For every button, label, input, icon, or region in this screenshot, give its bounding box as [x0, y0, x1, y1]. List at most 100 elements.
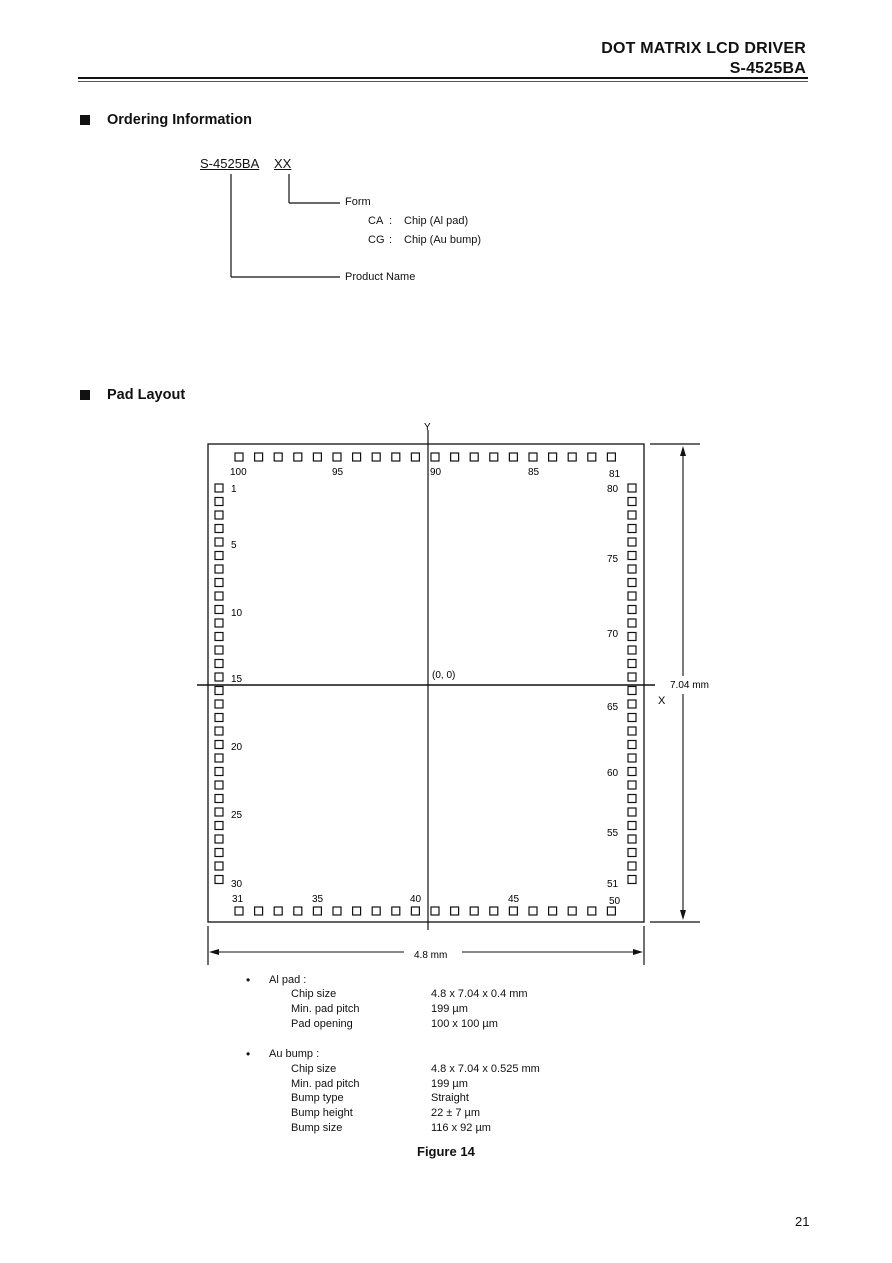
pad-bottom-17 [547, 906, 558, 916]
width-dim-arrow-left [209, 949, 219, 955]
pad-bottom-3 [273, 906, 283, 916]
pad-number-right-60: 60 [607, 768, 619, 779]
al-spec-value-2: 100 x 100 µm [431, 1018, 498, 1030]
au-spec-value-2: Straight [431, 1092, 469, 1104]
pad-right-4 [627, 523, 637, 534]
height-dim-arrow-down [680, 910, 686, 920]
pad-right-9 [627, 591, 637, 601]
pad-number-right-51: 51 [607, 879, 619, 890]
pad-right-2 [627, 496, 637, 507]
option-cg-sep: : [389, 234, 393, 246]
pad-number-top-100: 100 [230, 467, 247, 478]
al-spec-label-2: Pad opening [291, 1018, 353, 1030]
pad-number-bottom-45: 45 [508, 894, 520, 905]
option-cg-desc: Chip (Au bump) [404, 234, 482, 246]
pad-left-16 [214, 685, 224, 696]
pad-left-18 [214, 712, 224, 723]
part-suffix-code: XX [274, 156, 292, 171]
pad-right-7 [627, 564, 637, 574]
pad-top-8 [371, 452, 381, 462]
pad-top-12 [450, 452, 460, 462]
pad-number-bottom-40: 40 [410, 894, 422, 905]
au-spec-value-0: 4.8 x 7.04 x 0.525 mm [431, 1063, 540, 1075]
pad-right-12 [627, 631, 637, 642]
pad-right-22 [627, 766, 637, 777]
al-spec-label-0: Chip size [291, 988, 337, 1000]
pad-left-10 [214, 604, 224, 615]
pad-top-16 [528, 452, 538, 462]
pad-top-10 [410, 452, 420, 462]
pad-right-1 [627, 483, 637, 493]
header-title: DOT MATRIX LCD DRIVER [601, 40, 806, 57]
pad-number-right-65: 65 [607, 702, 619, 713]
pad-top-19 [587, 452, 597, 462]
pad-left-15 [214, 672, 224, 682]
pad-top-20 [606, 452, 617, 462]
header-part-number: S-4525BA [729, 60, 806, 77]
pad-right-18 [627, 712, 637, 723]
pad-bottom-16 [528, 906, 538, 916]
pad-number-bottom-50: 50 [609, 896, 621, 907]
pad-group [214, 452, 637, 916]
page-number: 21 [795, 1214, 810, 1229]
au-spec-label-3: Bump height [291, 1107, 353, 1119]
pad-top-2 [254, 452, 264, 462]
option-ca-desc: Chip (Al pad) [404, 215, 469, 227]
ordering-connector-lines [230, 174, 340, 278]
x-axis-label: X [658, 695, 666, 707]
pad-right-25 [627, 807, 637, 817]
pad-left-4 [214, 523, 224, 534]
pad-right-21 [627, 753, 637, 763]
pad-right-10 [627, 604, 637, 615]
pad-left-23 [214, 780, 224, 790]
pad-bottom-9 [391, 906, 401, 916]
au-spec-value-1: 199 µm [431, 1078, 468, 1090]
height-dim-arrow-up [680, 446, 686, 456]
pad-left-14 [214, 658, 224, 669]
pad-left-19 [214, 726, 224, 736]
pad-left-1 [214, 483, 224, 493]
y-axis-label: Y [424, 422, 431, 433]
pad-number-bottom-35: 35 [312, 894, 324, 905]
al-spec-value-0: 4.8 x 7.04 x 0.4 mm [431, 988, 528, 1000]
pad-right-26 [627, 820, 637, 831]
pad-right-20 [627, 739, 637, 750]
pad-right-17 [627, 699, 637, 709]
pad-number-left-5: 5 [231, 540, 237, 551]
pad-number-right-75: 75 [607, 554, 619, 565]
pad-right-15 [627, 672, 637, 682]
pad-right-27 [627, 834, 637, 844]
header-rule-thin [78, 81, 808, 82]
header-rule [78, 77, 808, 79]
height-dimension-label: 7.04 mm [670, 680, 709, 691]
au-spec-label-4: Bump size [291, 1122, 343, 1134]
bullet-au: • [246, 1047, 251, 1061]
pad-number-top-95: 95 [332, 467, 344, 478]
pad-left-21 [214, 753, 224, 763]
pad-bottom-20 [606, 906, 617, 916]
pad-left-7 [214, 564, 224, 574]
pad-top-1 [234, 452, 244, 462]
pad-number-top-85: 85 [528, 467, 540, 478]
pad-left-12 [214, 631, 224, 642]
pad-bottom-11 [430, 906, 440, 916]
pad-number-right-70: 70 [607, 629, 619, 640]
pad-number-left-25: 25 [231, 810, 243, 821]
pad-top-13 [469, 452, 479, 462]
pad-top-7 [352, 452, 362, 462]
pad-number-right-55: 55 [607, 828, 619, 839]
pad-left-25 [214, 807, 224, 817]
bullet-al: • [246, 973, 251, 987]
pad-left-30 [214, 874, 224, 885]
pad-left-17 [214, 699, 224, 709]
pad-left-2 [214, 496, 224, 507]
pad-left-20 [214, 739, 224, 750]
pad-right-14 [627, 658, 637, 669]
pad-layout-section-title: Pad Layout [107, 387, 186, 403]
width-dimension-label: 4.8 mm [414, 950, 447, 961]
pad-number-left-1: 1 [231, 484, 237, 495]
pad-bottom-19 [587, 906, 597, 916]
pad-number-left-10: 10 [231, 608, 243, 619]
pad-right-29 [627, 861, 637, 871]
pad-top-6 [332, 452, 342, 462]
